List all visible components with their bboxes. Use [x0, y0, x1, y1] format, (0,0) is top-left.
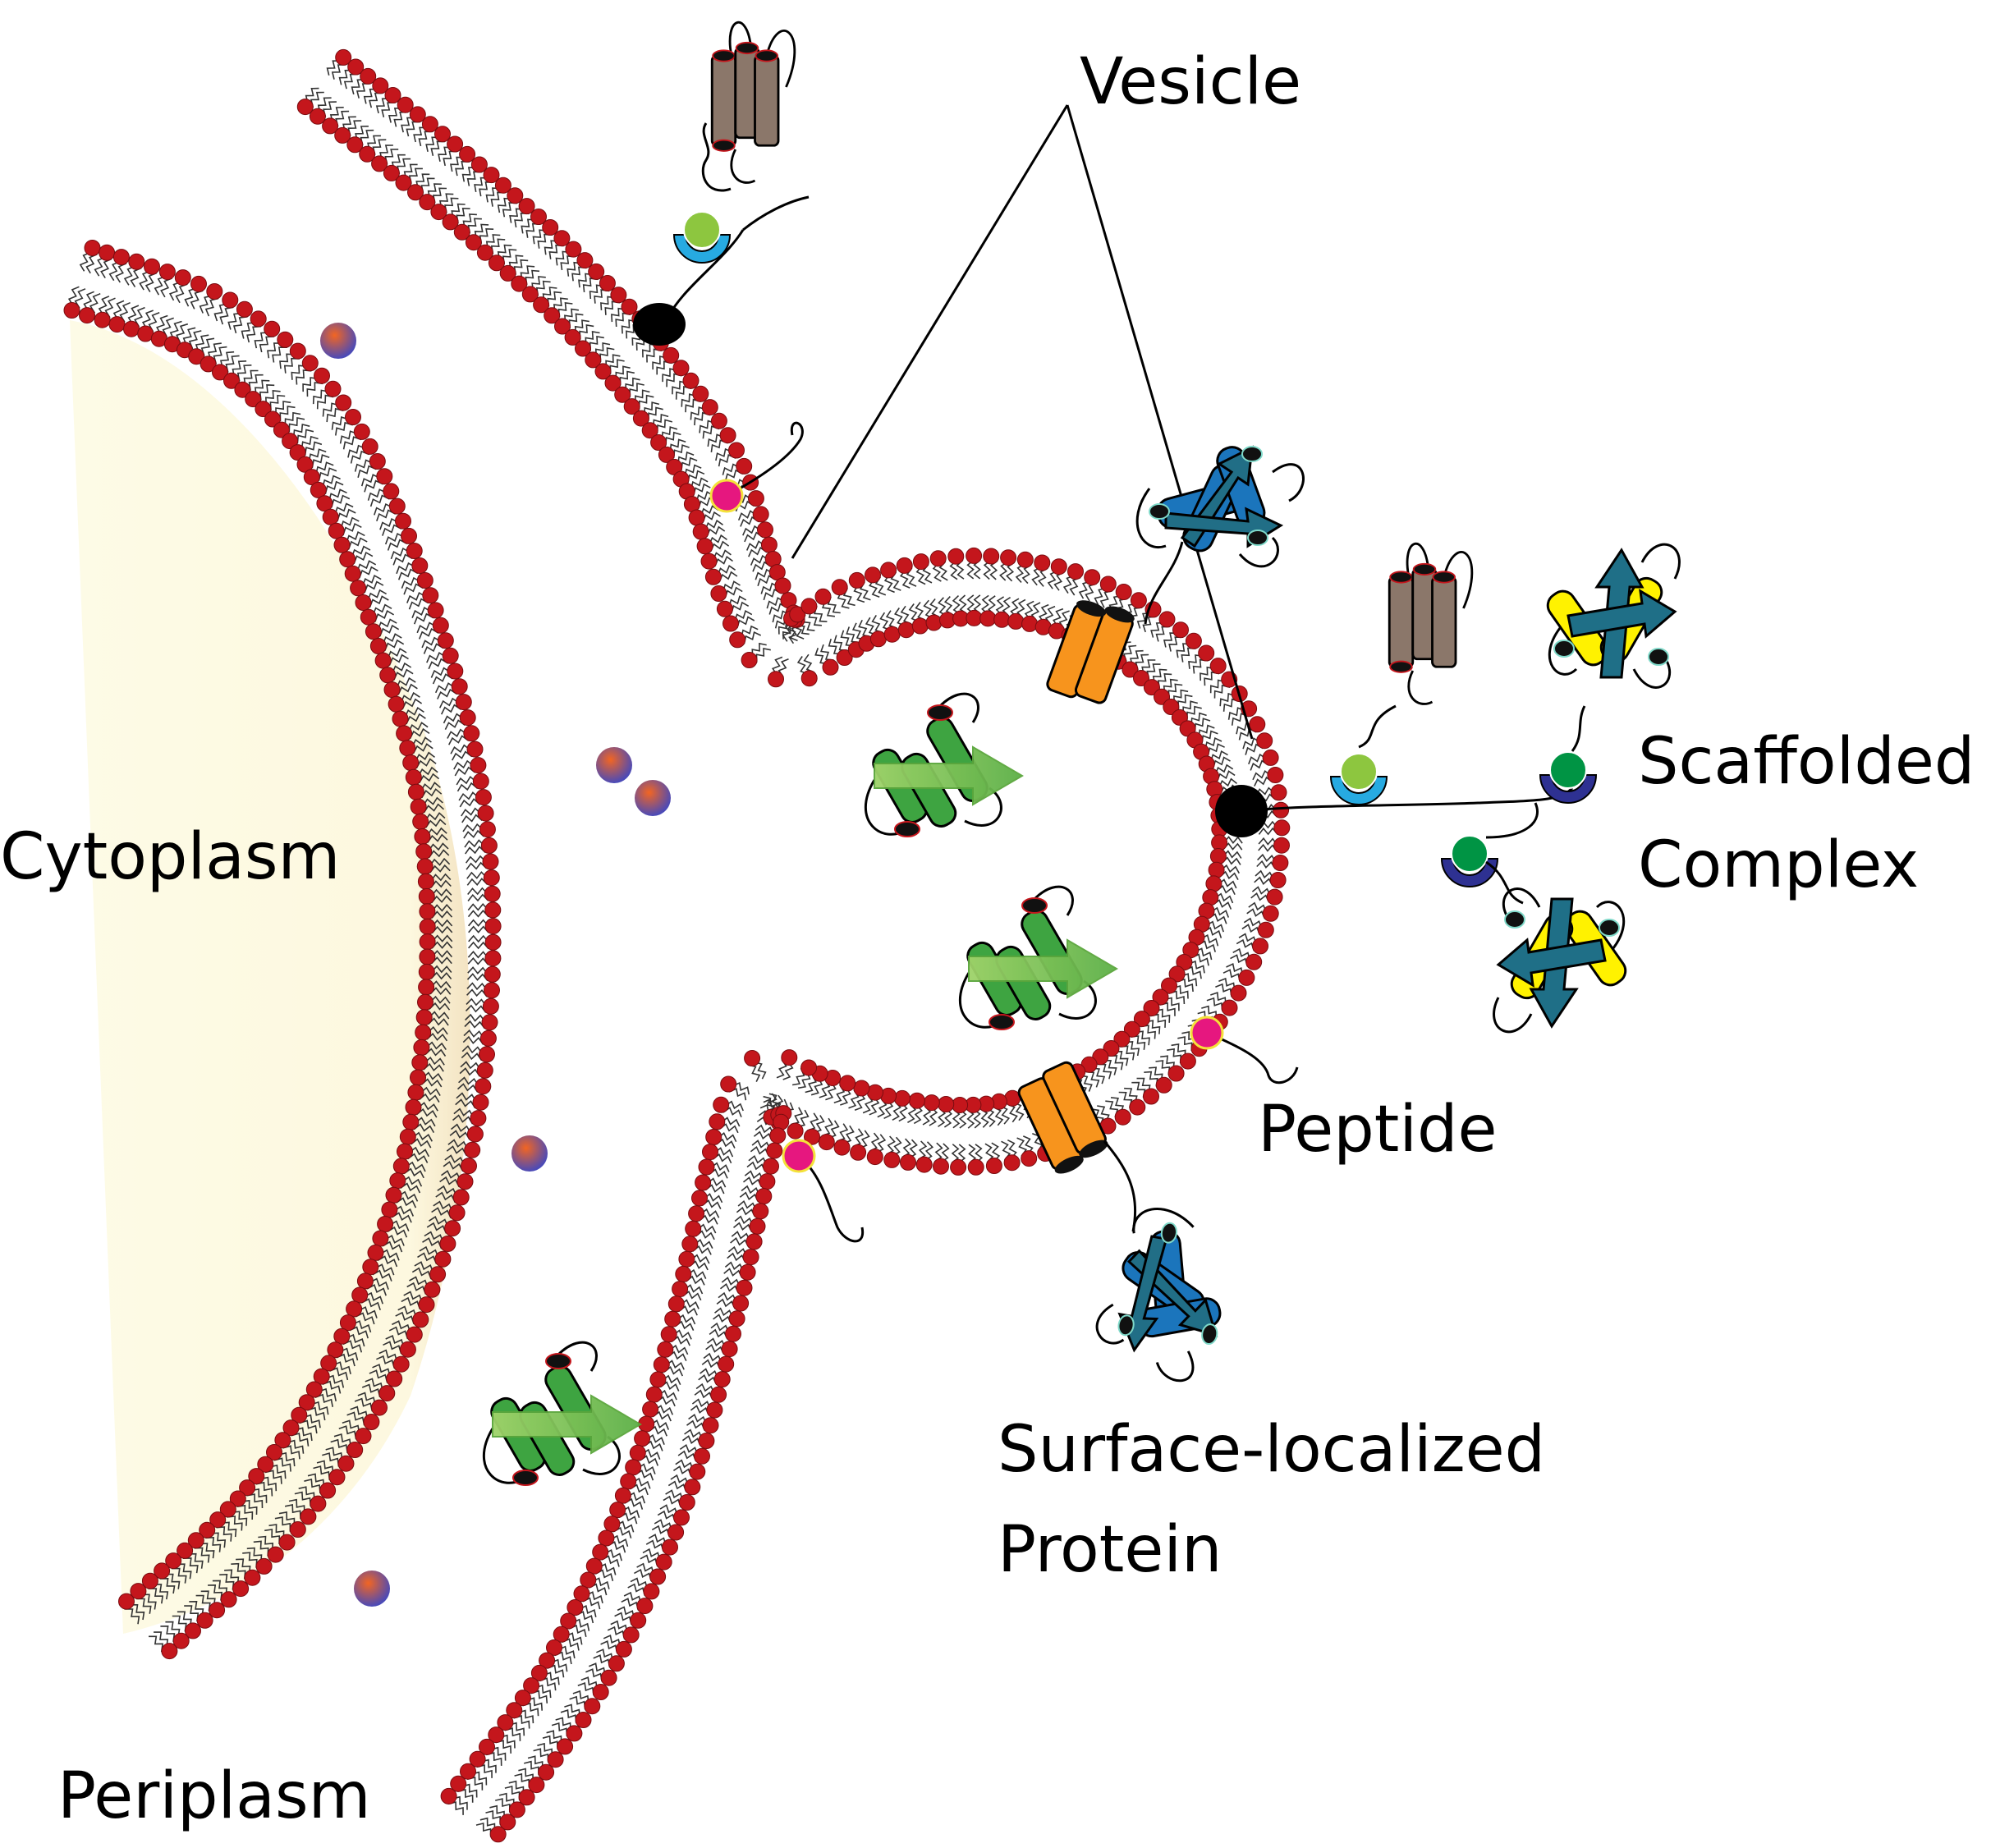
surface-proteins [1095, 445, 1305, 1383]
membranes [63, 48, 1291, 1843]
small-molecules [320, 323, 671, 1607]
vesicle-leader-lines [791, 104, 1254, 740]
label-vesicle: Vesicle [1080, 45, 1302, 119]
label-surface-line2: Protein [998, 1513, 1222, 1587]
scaffold-protein-icon [1388, 543, 1474, 705]
peptides [709, 421, 1299, 1243]
surface-protein-icon [1135, 445, 1305, 568]
enzyme-icon [1493, 887, 1627, 1034]
anchor-icon [1215, 785, 1268, 837]
transmembrane-barrel-top [1046, 600, 1135, 704]
peptide-icon [709, 479, 744, 513]
label-cytoplasm: Cytoplasm [0, 820, 341, 894]
transmembrane-barrel-bottom [1017, 1061, 1108, 1174]
peptide-icon [782, 1139, 816, 1173]
surface-protein-icon [1095, 1208, 1222, 1383]
cytoplasm-region [70, 320, 470, 1634]
periplasmic-protein-icon [958, 885, 1118, 1030]
small-molecule-icon [635, 780, 671, 816]
periplasmic-protein-icon [864, 692, 1024, 837]
anchor-icon [633, 303, 686, 346]
cohesin-icon [808, 103, 854, 140]
scaffolded-complex [633, 229, 1574, 839]
label-periplasm: Periplasm [57, 1759, 371, 1833]
label-surface-line1: Surface-localized [998, 1413, 1546, 1487]
cohesin-dockerin-icon [672, 211, 732, 264]
small-molecule-icon [596, 747, 632, 783]
enzyme-icon [1546, 543, 1681, 689]
periplasmic-protein-icon [482, 1341, 642, 1486]
small-molecule-icon [511, 1135, 548, 1172]
peptide-icon [1190, 1016, 1224, 1050]
small-molecule-icon [354, 1571, 390, 1607]
scaffold-protein-icon [710, 21, 796, 184]
cohesin-dockerin-icon [1440, 835, 1499, 887]
label-peptide: Peptide [1258, 1093, 1498, 1167]
label-scaffolded-line1: Scaffolded [1638, 725, 1975, 799]
cohesin-dockerin-icon [1539, 751, 1598, 804]
small-molecule-icon [320, 323, 356, 359]
cohesin-dockerin-icon [1329, 753, 1388, 805]
label-scaffolded-line2: Complex [1638, 828, 1920, 902]
periplasmic-proteins [482, 692, 1118, 1486]
scaffold-proteins [672, 21, 1681, 1034]
inner-membrane [63, 240, 502, 1660]
